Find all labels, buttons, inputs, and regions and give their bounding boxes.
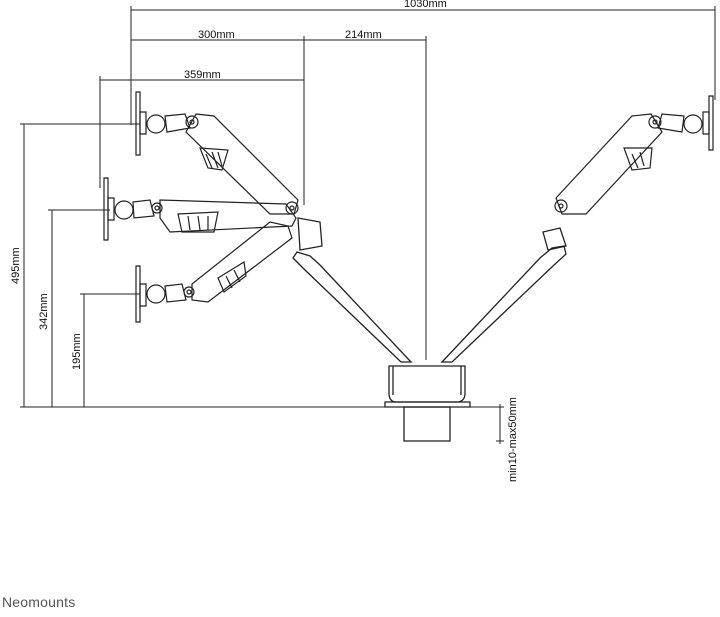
- left-arm-top: [135, 91, 299, 215]
- reach-left-label: 359mm: [184, 69, 221, 81]
- reach-right-label: 214mm: [345, 29, 382, 41]
- brand-logo: Neomounts: [2, 594, 76, 610]
- height-max-label: 495mm: [10, 247, 22, 284]
- right-arm: [554, 95, 714, 215]
- reach-mid-label: 300mm: [198, 29, 235, 41]
- total-width-label: 1030mm: [404, 0, 447, 10]
- left-arm-bottom: [135, 221, 293, 323]
- mount-column: [292, 217, 567, 363]
- left-arm-middle: [103, 177, 297, 241]
- dimension-lines: [20, 6, 716, 444]
- height-mid-label: 342mm: [38, 293, 50, 330]
- height-min-label: 195mm: [71, 333, 83, 370]
- desk-clamp-base: [384, 365, 471, 442]
- clamp-thickness-label: min10-max50mm: [507, 397, 519, 482]
